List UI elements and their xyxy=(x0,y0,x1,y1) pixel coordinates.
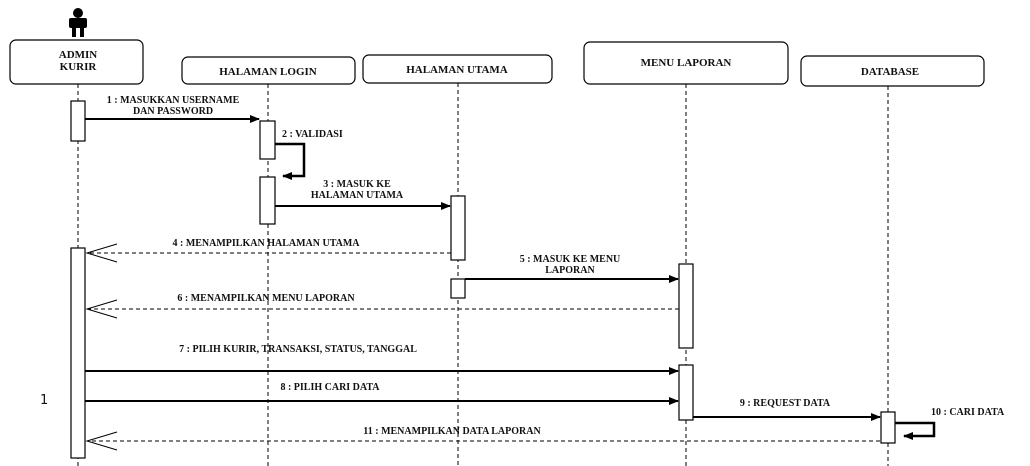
message-arrow-10 xyxy=(895,421,936,440)
lifeline-label-admin-kurir-2: KURIR xyxy=(60,61,98,73)
message-label-7: 7 : PILIH KURIR, TRANSAKSI, STATUS, TANG… xyxy=(179,344,417,355)
message-label-8: 8 : PILIH CARI DATA xyxy=(280,382,380,393)
message-label-5b: LAPORAN xyxy=(545,265,595,276)
message-label-3b: HALAMAN UTAMA xyxy=(311,190,404,201)
lifeline-label-admin-kurir-1: ADMIN xyxy=(59,49,98,61)
lifeline-label-menu-laporan: MENU LAPORAN xyxy=(641,57,732,69)
message-label-10: 10 : CARI DATA xyxy=(931,407,1005,418)
activation-laporan-2 xyxy=(678,364,694,421)
lifeline-label-database: DATABASE xyxy=(861,66,919,78)
message-label-11: 11 : MENAMPILKAN DATA LAPORAN xyxy=(363,426,541,437)
message-label-1a: 1 : MASUKKAN USERNAME xyxy=(107,95,240,106)
activation-admin-1 xyxy=(70,100,86,142)
lifeline-box-admin-kurir xyxy=(9,39,144,85)
message-label-4: 4 : MENAMPILKAN HALAMAN UTAMA xyxy=(172,238,360,249)
lifeline-box-database xyxy=(800,55,985,87)
activation-laporan-1 xyxy=(678,263,694,349)
message-arrowhead-11 xyxy=(85,431,118,451)
lifeline-label-halaman-login: HALAMAN LOGIN xyxy=(219,66,317,78)
activation-database xyxy=(880,411,896,444)
message-label-9: 9 : REQUEST DATA xyxy=(740,398,831,409)
message-label-5a: 5 : MASUK KE MENU xyxy=(520,254,621,265)
activation-login-2 xyxy=(259,176,276,225)
message-arrow-2 xyxy=(275,142,306,180)
activation-utama-1 xyxy=(450,195,466,261)
activation-utama-2 xyxy=(450,278,466,299)
message-label-6: 6 : MENAMPILKAN MENU LAPORAN xyxy=(177,293,355,304)
message-label-2: 2 : VALIDASI xyxy=(282,129,343,140)
message-arrowhead-4 xyxy=(85,243,118,263)
message-label-3a: 3 : MASUK KE xyxy=(323,179,391,190)
lifeline-label-halaman-utama: HALAMAN UTAMA xyxy=(406,64,508,76)
message-label-1b: DAN PASSWORD xyxy=(133,106,213,117)
message-arrowhead-6 xyxy=(85,299,118,319)
actor-icon xyxy=(69,8,87,37)
activation-login-1 xyxy=(259,120,276,160)
side-number: 1 xyxy=(40,393,48,408)
activation-admin-2 xyxy=(70,247,86,459)
